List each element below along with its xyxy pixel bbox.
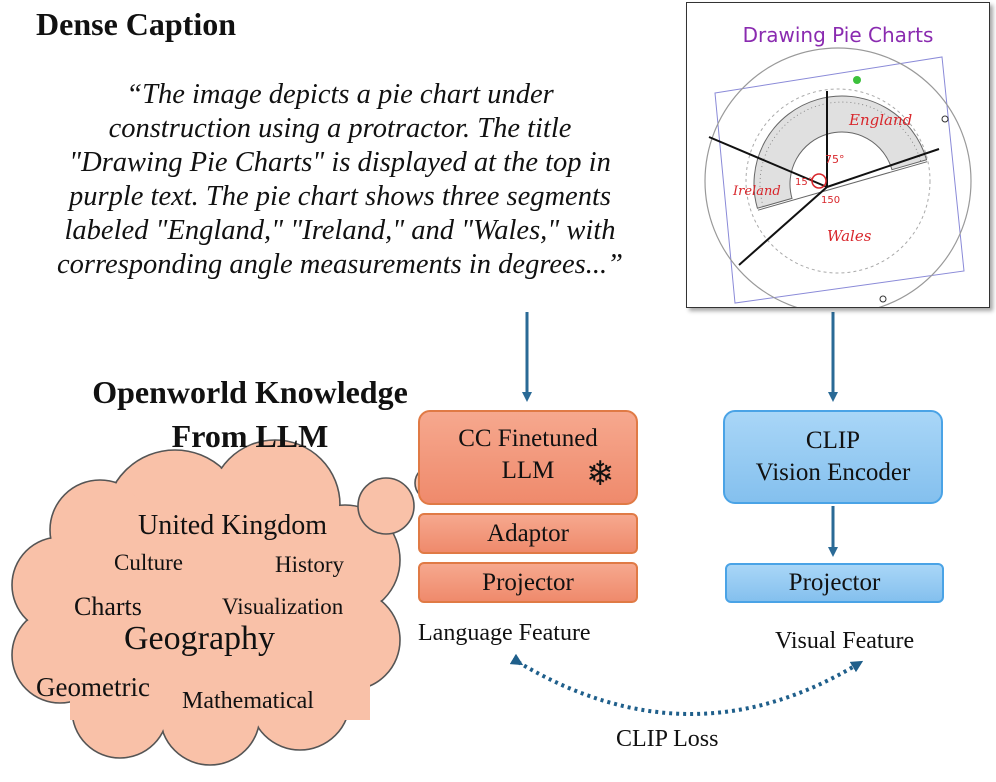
openworld-title-line: From LLM — [171, 418, 329, 454]
protractor — [753, 95, 928, 211]
keyword-united-kingdom: United Kingdom — [138, 510, 327, 541]
pie-chart-title: Drawing Pie Charts — [742, 23, 934, 47]
caption-line: labeled "England," "Ireland," and "Wales… — [64, 215, 616, 246]
adaptor-box: Adaptor — [418, 513, 638, 554]
dense-caption-title: Dense Caption — [36, 6, 237, 42]
pie-outline — [704, 47, 972, 307]
encoder-label-line: CLIP — [805, 427, 861, 454]
vision-projector-box: Projector — [725, 563, 944, 603]
caption-line: purple text. The pie chart shows three s… — [69, 181, 611, 212]
caption-line: "Drawing Pie Charts" is displayed at the… — [69, 147, 611, 178]
angle-75: 75° — [825, 153, 845, 166]
keyword-mathematical: Mathematical — [182, 688, 314, 714]
snowflake-icon: ❄ — [586, 456, 615, 493]
inner-guide-circle — [745, 88, 931, 274]
visual-feature-label: Visual Feature — [775, 628, 915, 654]
keyword-charts: Charts — [74, 592, 142, 621]
encoder-label-line: Vision Encoder — [755, 459, 911, 486]
keyword-culture: Culture — [114, 550, 183, 575]
cc-finetuned-llm-box: CC Finetuned LLM — [418, 410, 638, 505]
input-image-panel: Drawing Pie Charts England Ireland Wales… — [686, 2, 990, 308]
language-projector-box: Projector — [418, 562, 638, 603]
angle-150: 150 — [821, 195, 840, 206]
openworld-title-line: Openworld Knowledge — [92, 374, 408, 410]
pie-radius — [826, 148, 940, 188]
keyword-visualization: Visualization — [222, 594, 344, 619]
label-ireland: Ireland — [732, 184, 781, 199]
openworld-title: Openworld Knowledge From LLM — [40, 370, 460, 458]
clip-loss-label: CLIP Loss — [616, 726, 719, 752]
caption-line: corresponding angle measurements in degr… — [57, 249, 623, 280]
pie-radius — [708, 136, 828, 188]
language-feature-label: Language Feature — [418, 620, 591, 646]
label-wales: Wales — [827, 227, 872, 245]
rotate-handle — [853, 76, 861, 84]
caption-line: construction using a protractor. The tit… — [108, 113, 572, 144]
caption-line: “The image depicts a pie chart under — [126, 79, 554, 110]
clip-loss-arrow — [509, 653, 864, 716]
center-mark — [811, 173, 827, 189]
pie-radius — [738, 186, 828, 266]
keyword-geography: Geography — [124, 620, 276, 657]
corner-handle — [879, 295, 887, 303]
pie-chart-drawing: England Ireland Wales 75° 15° 150 — [704, 47, 972, 307]
thought-bubble-large — [357, 477, 415, 535]
llm-label-line: CC Finetuned — [458, 424, 598, 452]
keyword-history: History — [275, 552, 344, 577]
llm-label-line: LLM — [501, 456, 555, 484]
dense-caption-text: “The image depicts a pie chart under con… — [10, 78, 670, 282]
label-england: England — [848, 111, 912, 129]
angle-15: 15° — [795, 177, 813, 188]
keyword-geometric: Geometric — [36, 672, 150, 702]
selection-frame — [714, 56, 965, 304]
clip-vision-encoder-box: CLIP Vision Encoder — [723, 410, 943, 504]
corner-handle — [941, 115, 949, 123]
